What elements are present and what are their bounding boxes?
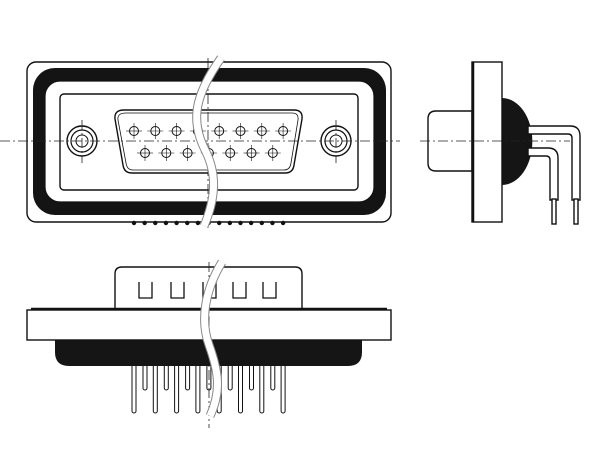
pin-tail: [227, 220, 233, 226]
pin-hole-icon: [232, 123, 249, 139]
side-pin-upper: [527, 125, 581, 201]
pin-hole-icon: [126, 123, 142, 139]
slot: [232, 282, 247, 299]
long-pin: [238, 359, 243, 414]
side-dome: [502, 98, 533, 185]
long-pin: [174, 359, 180, 414]
pin-tail: [217, 220, 222, 226]
pin-tail: [195, 220, 201, 226]
side-pin-lower: [527, 147, 559, 201]
side-body: [427, 110, 473, 172]
bottom-pins: [131, 359, 286, 414]
long-pin: [280, 359, 286, 414]
front-view: [0, 55, 400, 228]
side-view: [420, 61, 581, 225]
pin-tail: [270, 220, 275, 226]
bottom-view: [26, 259, 392, 428]
side-flange: [471, 61, 503, 223]
pin-hole-icon: [222, 145, 239, 161]
pin-tail: [185, 220, 190, 226]
long-pin: [259, 359, 265, 414]
pin-tail: [153, 220, 158, 226]
pin-tail: [163, 220, 169, 226]
slot: [262, 282, 277, 299]
pin-hole-icon: [253, 123, 270, 139]
pin-tail: [142, 220, 147, 226]
pin-tail: [131, 220, 137, 226]
pin-tail: [259, 220, 264, 226]
long-pin: [131, 359, 137, 414]
d-shell-inner: [117, 112, 299, 171]
pin-hole-icon: [168, 123, 185, 139]
pin-hole-icon: [275, 123, 292, 139]
pin-hole-icon: [243, 145, 260, 161]
pin-hole-icon: [137, 145, 153, 161]
long-pin: [195, 359, 201, 414]
pin-tail: [174, 220, 179, 226]
pin-tail: [238, 220, 243, 226]
pin-hole-icon: [179, 145, 196, 161]
long-pin: [152, 359, 158, 414]
pin-hole-icon: [211, 123, 228, 139]
pin-hole-icon: [158, 145, 175, 161]
slot: [138, 282, 153, 299]
pin-hole-icon: [147, 123, 164, 139]
pin-tail: [280, 220, 286, 226]
pin-hole-icon: [264, 145, 281, 161]
d-shell: [114, 109, 303, 174]
slot: [170, 282, 185, 299]
pin-tail: [248, 220, 254, 226]
